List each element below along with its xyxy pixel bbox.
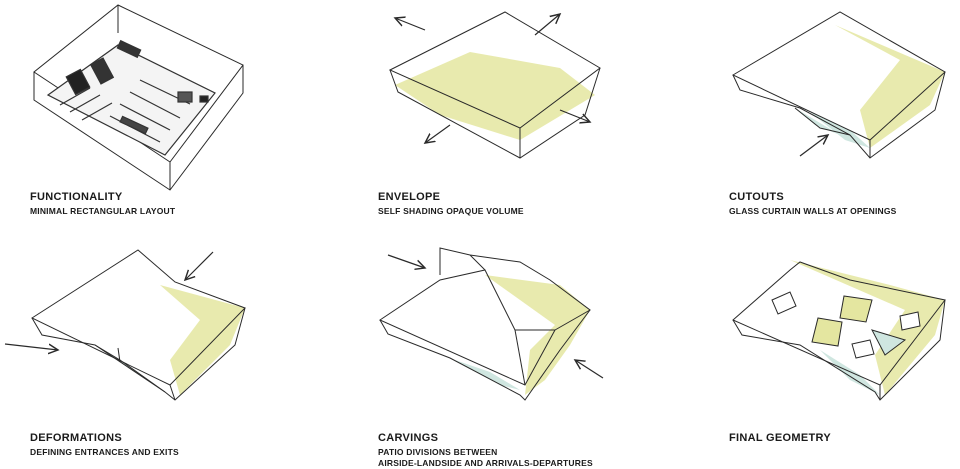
panel-title: DEFORMATIONS (30, 432, 123, 444)
cutouts-sketch (731, 11, 946, 159)
floor-plan-drawing (46, 39, 216, 156)
final-geometry-sketch (732, 260, 946, 401)
panel-subtitle: SELF SHADING OPAQUE VOLUME (378, 206, 524, 216)
deformations-sketch (4, 249, 246, 401)
panel-title: CUTOUTS (729, 191, 785, 203)
panel-label-cutouts: CUTOUTS GLASS CURTAIN WALLS AT OPENINGS (729, 191, 897, 217)
panel-title: CARVINGS (378, 432, 439, 444)
panel-title: FUNCTIONALITY (30, 191, 123, 203)
panel-subtitle-line2: AIRSIDE-LANDSIDE AND ARRIVALS-DEPARTURES (378, 458, 593, 468)
panel-subtitle: DEFINING ENTRANCES AND EXITS (30, 447, 179, 457)
panel-label-envelope: ENVELOPE SELF SHADING OPAQUE VOLUME (378, 191, 524, 217)
panel-label-final-geometry: FINAL GEOMETRY (729, 432, 831, 445)
envelope-sketch (388, 11, 601, 159)
panel-label-functionality: FUNCTIONALITY MINIMAL RECTANGULAR LAYOUT (30, 191, 175, 217)
carvings-sketch (378, 245, 604, 401)
panel-title: ENVELOPE (378, 191, 441, 203)
panel-label-deformations: DEFORMATIONS DEFINING ENTRANCES AND EXIT… (30, 432, 179, 458)
panel-label-carvings: CARVINGS PATIO DIVISIONS BETWEEN AIRSIDE… (378, 432, 593, 469)
panel-subtitle: MINIMAL RECTANGULAR LAYOUT (30, 206, 176, 216)
functionality-sketch (33, 4, 244, 191)
panel-title: FINAL GEOMETRY (729, 432, 831, 444)
panel-subtitle: GLASS CURTAIN WALLS AT OPENINGS (729, 206, 897, 216)
patio-openings (771, 291, 921, 359)
panel-subtitle: PATIO DIVISIONS BETWEEN (378, 447, 498, 457)
